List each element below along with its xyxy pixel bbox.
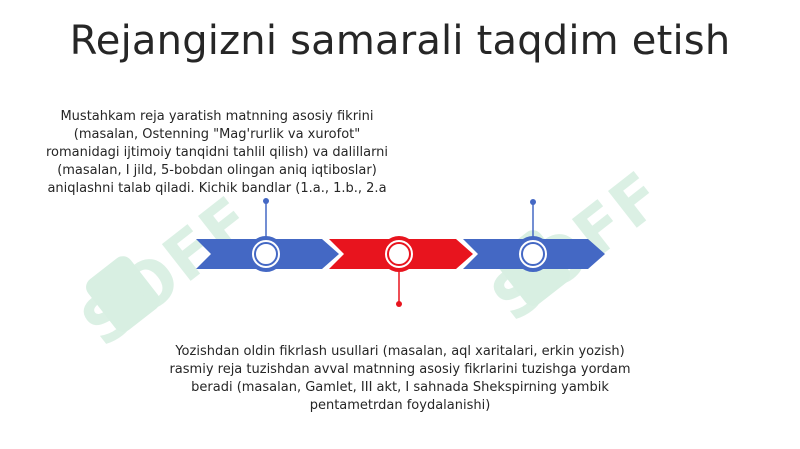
milestone-marker-3-ring <box>521 242 545 266</box>
milestone-marker-1-ring <box>254 242 278 266</box>
milestone-marker-2-ring <box>387 242 411 266</box>
connector-dot-1 <box>263 198 269 204</box>
slide-title: Rejangizni samarali taqdim etish <box>69 18 731 64</box>
connector-dot-3 <box>530 199 536 205</box>
timeline-text-top: Mustahkam reja yaratish matnning asosiy … <box>45 109 389 196</box>
timeline-text-bottom: Yozishdan oldin fikrlash usullari (masal… <box>169 344 631 413</box>
connector-dot-2 <box>396 301 402 307</box>
